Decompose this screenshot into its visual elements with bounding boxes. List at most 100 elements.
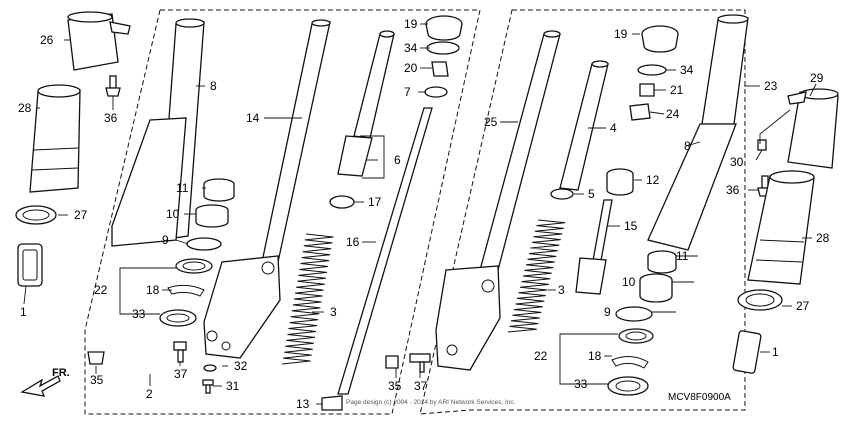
copyright-text: Page design (c) 2004 - 2014 by ARI Netwo… (346, 399, 516, 406)
part-15-rod (575, 199, 613, 295)
callout-27: 27 (74, 208, 88, 222)
callout-25: 25 (484, 115, 498, 129)
part-10-bushing-left (195, 204, 229, 228)
callout-12: 12 (646, 173, 660, 187)
callout-10: 10 (166, 207, 180, 221)
callout-33-right: 33 (574, 377, 588, 391)
part-18-clip-left (167, 284, 205, 297)
callout-32: 32 (234, 359, 248, 373)
part-1-reflector (17, 243, 43, 287)
part-29-fork-cover (787, 88, 839, 169)
callout-3: 3 (330, 305, 337, 319)
part-19-bolt-right (641, 25, 679, 53)
part-27-seal (15, 205, 57, 225)
part-23-fork-tube-right (647, 14, 749, 251)
callout-27-right: 27 (796, 299, 810, 313)
part-37-bolt-center (409, 353, 431, 373)
callout-23: 23 (764, 79, 778, 93)
part-31-screw (202, 379, 214, 394)
part-3-spring-right (507, 219, 566, 333)
part-8-fork-tube-left (111, 18, 205, 247)
part-1-reflector-right (732, 330, 762, 374)
callout-1-right: 1 (772, 345, 779, 359)
callout-21: 21 (670, 83, 684, 97)
callout-31: 31 (226, 379, 240, 393)
right-fork-slider (435, 265, 501, 371)
part-11-bushing-right (647, 250, 677, 274)
callout-37-center: 37 (414, 379, 428, 393)
diagram-code: MCV8F0900A (668, 392, 731, 403)
callout-28: 28 (18, 101, 32, 115)
callout-10-right: 10 (622, 275, 636, 289)
callout-36: 36 (104, 111, 118, 125)
callout-18-right: 18 (588, 349, 602, 363)
callout-11: 11 (176, 181, 189, 195)
callout-9: 9 (162, 233, 169, 247)
part-18-clip-right (611, 356, 649, 369)
part-35-cap-center (385, 355, 399, 369)
part-34-oring-left (426, 41, 460, 55)
callout-9-right: 9 (604, 305, 611, 319)
callout-16: 16 (346, 235, 360, 249)
part-22-seal-left (175, 258, 213, 274)
callout-29: 29 (810, 71, 824, 85)
part-11-bushing-left (203, 178, 235, 202)
callout-numbers: 26 28 27 1 36 8 14 11 10 9 22 18 33 37 3… (18, 17, 830, 411)
part-26-fork-cover (67, 11, 131, 71)
part-7-spacer (424, 86, 448, 98)
part-21-nut (639, 83, 655, 97)
part-33-dust-seal-right (607, 376, 649, 396)
part-35-cap-left (87, 351, 105, 365)
callout-8: 8 (210, 79, 217, 93)
callout-26: 26 (40, 33, 54, 47)
callout-4: 4 (610, 121, 617, 135)
part-14-inner-tube (261, 19, 331, 263)
part-32-washer (203, 364, 217, 372)
part-28-fork-boot (29, 84, 81, 193)
callout-1: 1 (20, 305, 27, 319)
callout-30: 30 (730, 155, 744, 169)
part-30-bolt (757, 139, 767, 151)
callout-24: 24 (666, 107, 680, 121)
part-6-damper-rod (337, 30, 395, 177)
direction-label: FR. (52, 367, 70, 379)
callout-11-right: 11 (676, 249, 689, 263)
part-9-washer-left (186, 237, 222, 251)
callout-13: 13 (296, 397, 310, 411)
leader-lines (23, 23, 817, 405)
part-13-cap (321, 395, 343, 411)
callout-18: 18 (146, 283, 160, 297)
part-24-spacer (629, 103, 651, 121)
left-fork-slider (203, 255, 281, 359)
right-fork-frame (419, 9, 746, 415)
part-37-bolt-left (173, 341, 187, 363)
part-16-rod (337, 107, 433, 395)
callout-35: 35 (90, 373, 104, 387)
callout-5: 5 (588, 187, 595, 201)
callout-33: 33 (132, 307, 146, 321)
part-4-damper (559, 60, 609, 191)
callout-36-right: 36 (726, 183, 740, 197)
left-fork-frame (84, 9, 481, 415)
part-10-bushing-right (639, 273, 673, 303)
callout-20: 20 (404, 61, 418, 75)
part-20-nut (431, 61, 449, 77)
callout-34-right: 34 (680, 63, 694, 77)
part-36-bolt-left (105, 75, 121, 97)
callout-14: 14 (246, 111, 260, 125)
part-27-seal-right (737, 289, 783, 311)
callout-3-right: 3 (558, 283, 565, 297)
callout-22: 22 (94, 283, 108, 297)
callout-19-right: 19 (614, 27, 628, 41)
callout-22-right: 22 (534, 349, 548, 363)
callout-8-right: 8 (684, 139, 691, 153)
part-3-spring-left (281, 233, 334, 365)
callout-6: 6 (394, 153, 401, 167)
part-28-fork-boot-right (747, 170, 815, 285)
part-22-seal-right (618, 328, 654, 344)
part-34-oring-right (637, 64, 667, 76)
callout-7: 7 (404, 85, 411, 99)
part-17-washer (329, 195, 355, 209)
callout-15: 15 (624, 219, 638, 233)
